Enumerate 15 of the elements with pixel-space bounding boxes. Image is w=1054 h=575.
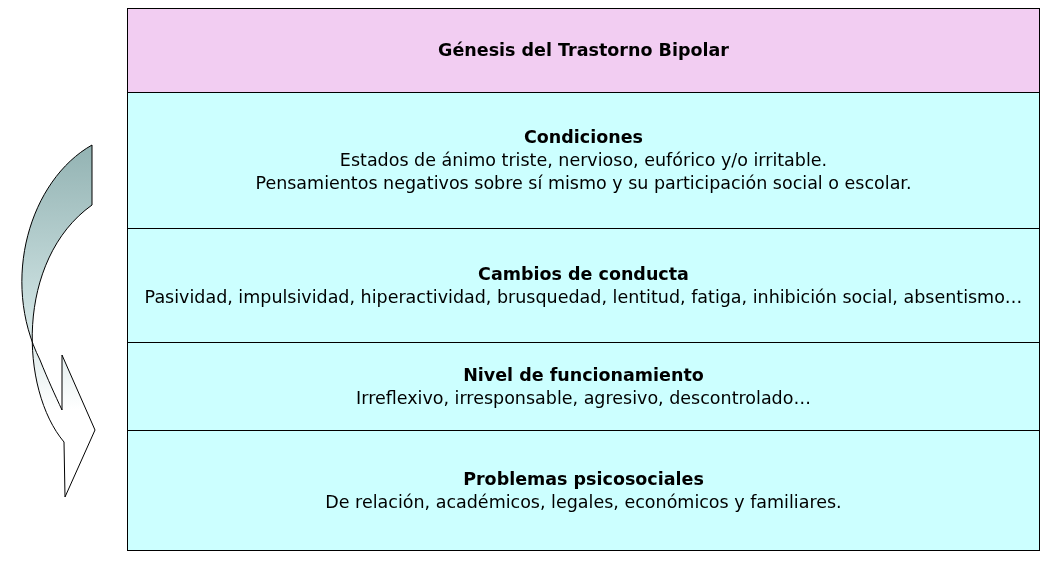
description-text: Pensamientos negativos sobre sí mismo y su participación social o escolar. [255, 171, 912, 195]
heading: Nivel de funcionamiento [463, 363, 704, 387]
description-text: Pasividad, impulsividad, hiperactividad, brusquedad, lentitud, fatiga, inhibición social, absentismo… [144, 285, 1023, 309]
heading: Problemas psicosociales [463, 467, 704, 491]
table-row [127, 430, 1040, 551]
description-text: Estados de ánimo triste, nervioso, eufórico y/o irritable. [339, 149, 828, 172]
table-row [127, 92, 1040, 229]
heading: Cambios de conducta [478, 262, 689, 286]
description-text: Irreflexivo, irresponsable, agresivo, descontrolado… [356, 386, 811, 410]
heading: Génesis del Trastorno Bipolar [438, 39, 729, 62]
title-cell [127, 8, 1040, 93]
heading: Condiciones [524, 126, 643, 150]
table-row [127, 342, 1040, 431]
description-text: De relación, académicos, legales, económicos y familiares. [325, 490, 842, 514]
table-row [127, 228, 1040, 343]
